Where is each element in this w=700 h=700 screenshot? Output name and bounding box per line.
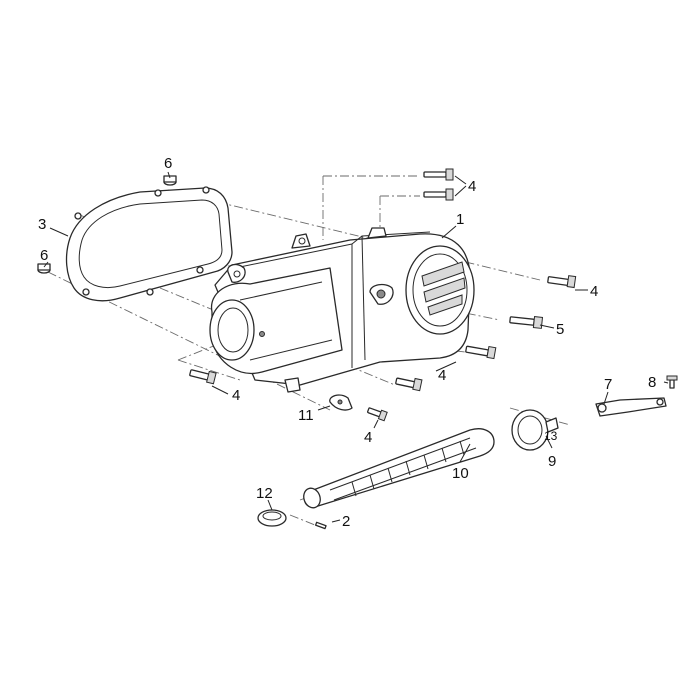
callout-11: 11 <box>298 407 314 424</box>
duct-ribs <box>351 440 465 497</box>
bolt-right-upper <box>547 275 577 289</box>
clip-part-11 <box>329 394 353 411</box>
callout-4-bottom: 4 <box>364 429 372 446</box>
callout-2: 2 <box>342 513 350 530</box>
bolt-top-2 <box>423 188 454 201</box>
bolt-center-lower <box>465 345 497 360</box>
callout-4-center: 4 <box>438 367 446 384</box>
callout-3: 3 <box>38 216 46 233</box>
bracket-part-7 <box>595 397 667 417</box>
callout-6-top: 6 <box>164 155 172 172</box>
screw-part-8 <box>666 375 678 389</box>
bolt-bottom <box>367 407 388 422</box>
cover-housing-part-1 <box>209 227 475 393</box>
callout-13: 13 <box>544 429 558 443</box>
small-screw-part-2 <box>314 521 327 530</box>
clamp-ring-part-9 <box>511 409 559 451</box>
callout-12: 12 <box>256 485 273 502</box>
callout-4-left: 4 <box>232 387 240 404</box>
bolts <box>189 168 577 422</box>
callout-5: 5 <box>556 321 564 338</box>
bolt-lower-left <box>189 369 217 385</box>
callout-4-right: 4 <box>590 283 598 300</box>
callout-10: 10 <box>452 465 469 482</box>
callout-7: 7 <box>604 376 612 393</box>
bolt-right-5 <box>509 316 544 329</box>
bolt-lower-right <box>395 377 423 392</box>
bolt-top-1 <box>423 168 454 181</box>
gasket-part-3 <box>65 186 233 302</box>
callout-4-top: 4 <box>468 178 476 195</box>
callout-labels: 1 2 3 4 4 4 4 4 5 6 6 7 8 9 10 11 12 13 <box>38 155 656 530</box>
intake-duct-part-10 <box>303 428 495 509</box>
callout-6-left: 6 <box>40 247 48 264</box>
callout-lines <box>43 171 669 523</box>
cap-part-12 <box>257 509 287 527</box>
callout-8: 8 <box>648 374 656 391</box>
callout-9: 9 <box>548 453 556 470</box>
callout-1: 1 <box>456 211 464 228</box>
